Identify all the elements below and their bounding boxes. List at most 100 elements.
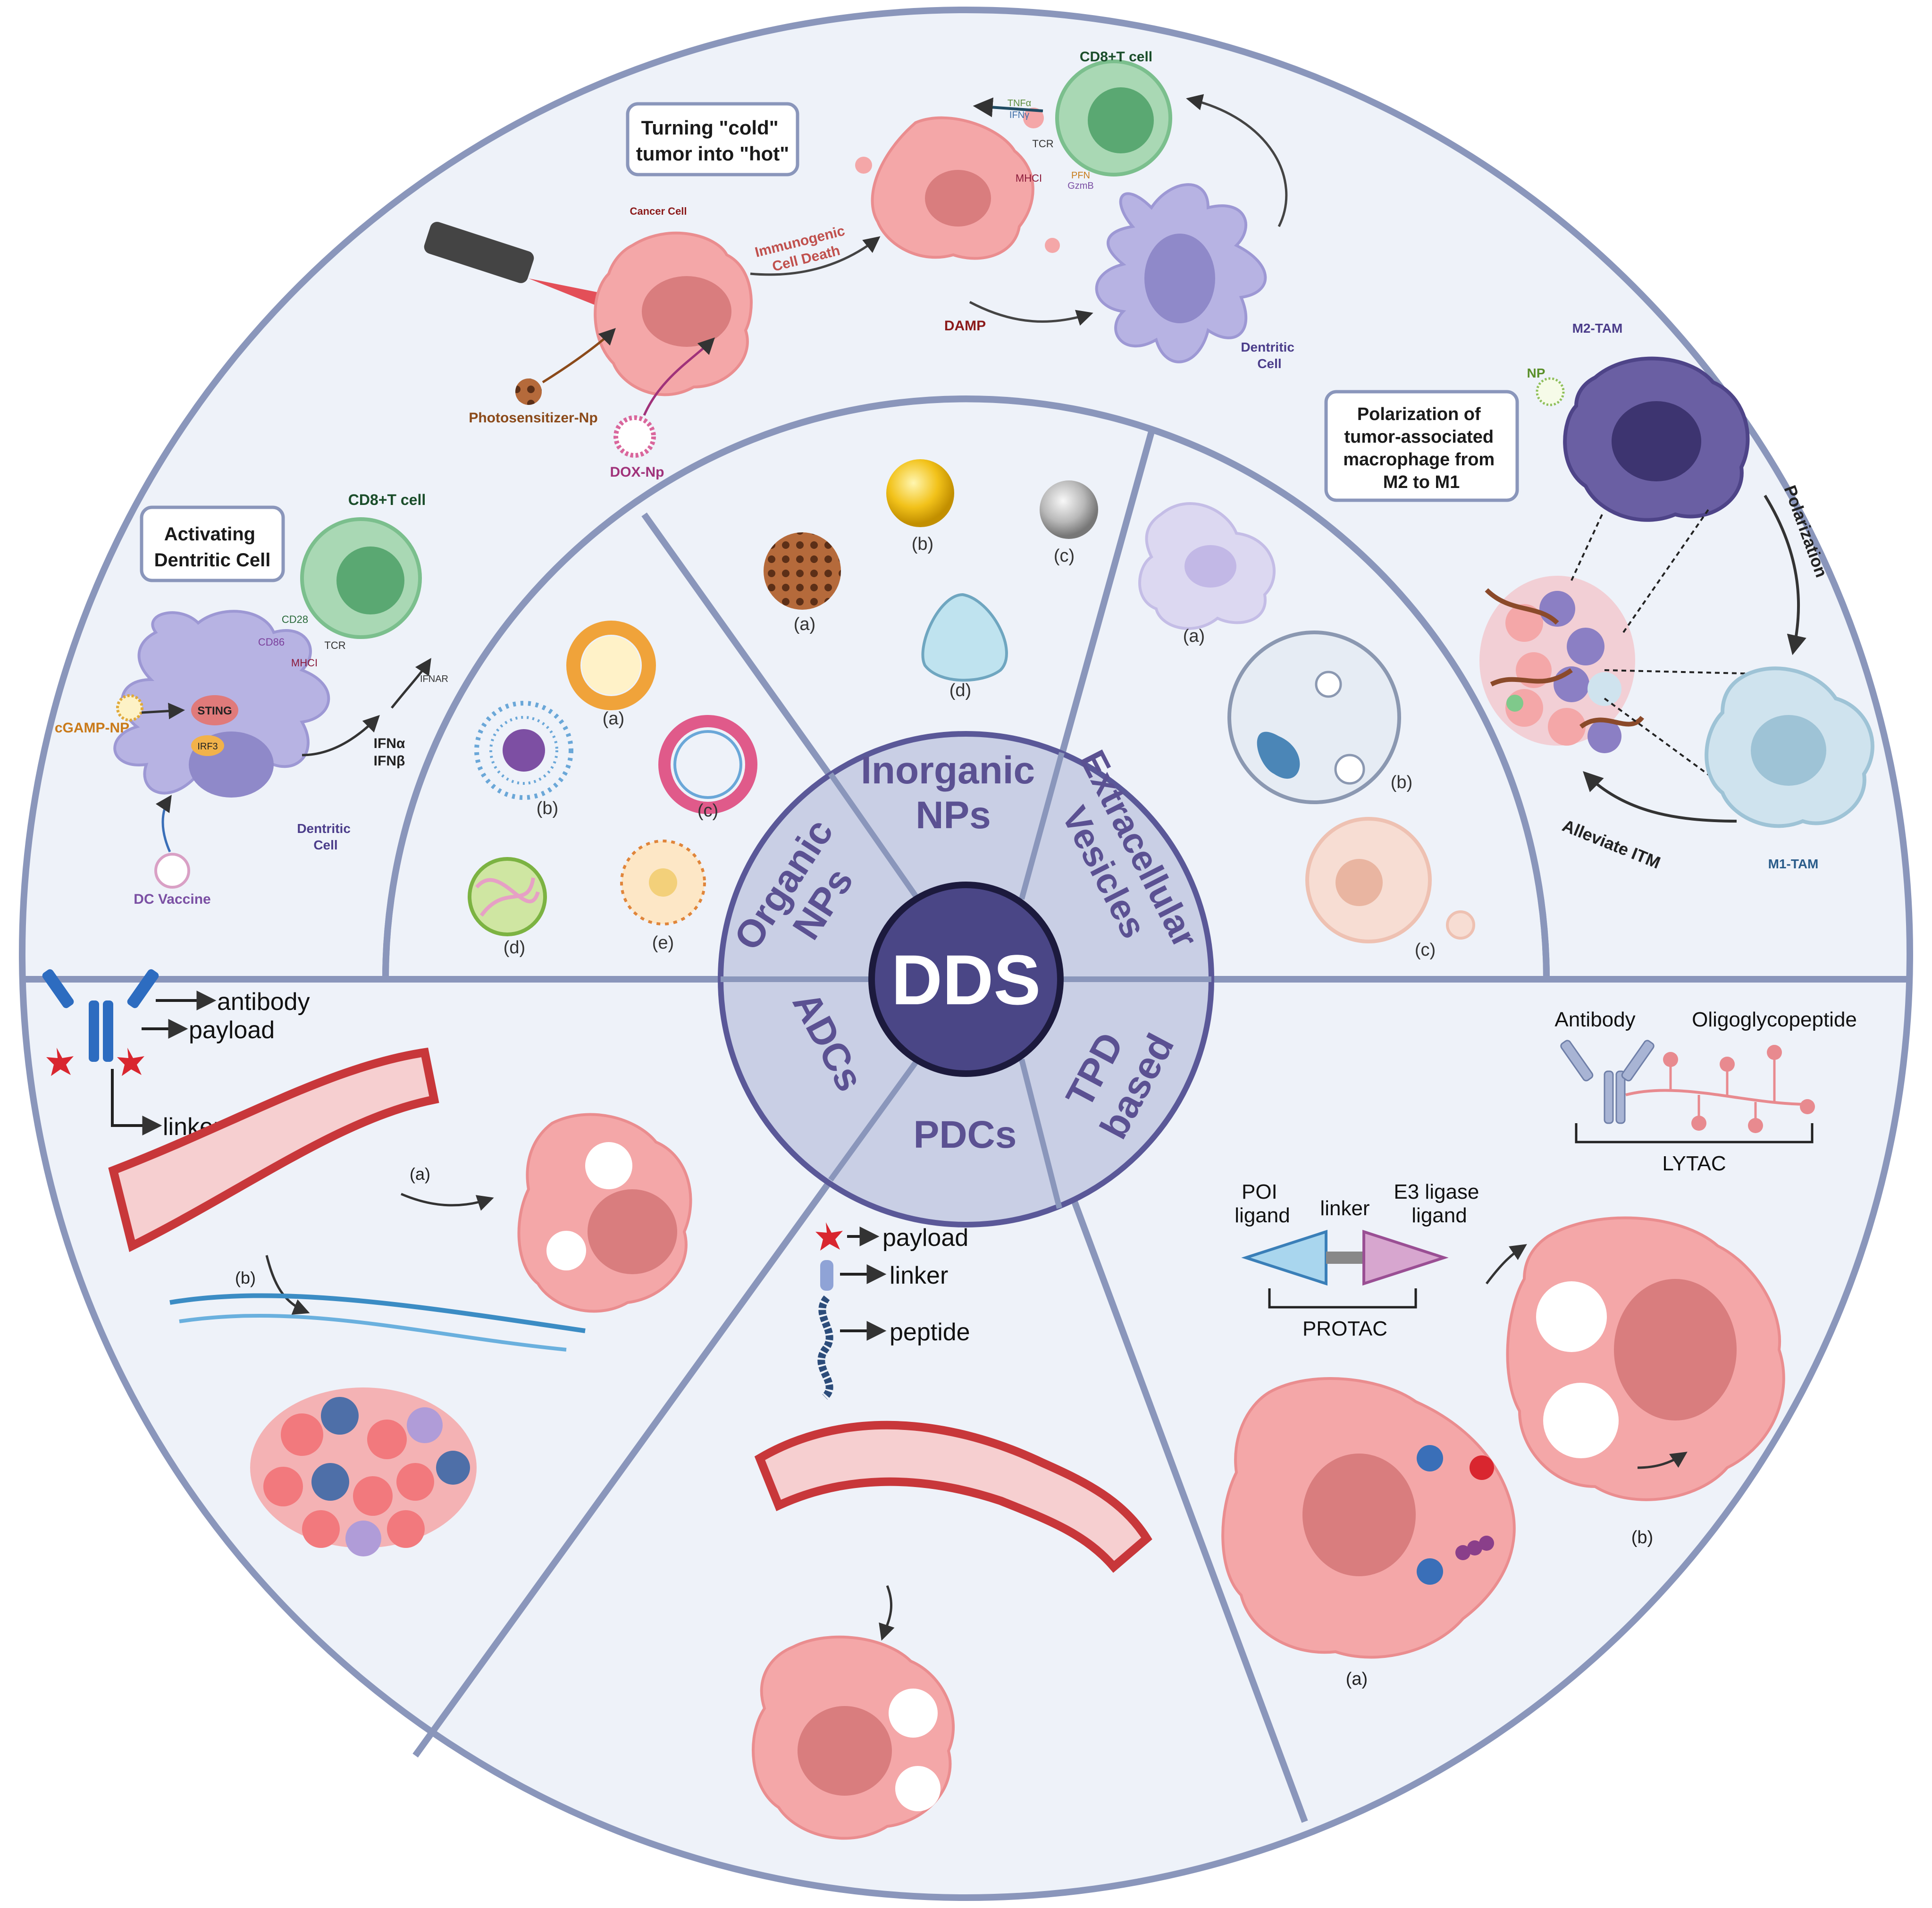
cgamp-label: cGAMP-NP — [55, 720, 129, 736]
oligo-chain-icon — [1625, 1089, 1808, 1106]
ev-cell-b — [1227, 630, 1401, 804]
pdc-payload-star-icon — [815, 1222, 843, 1251]
label-c: (c) — [697, 801, 718, 821]
damp-label: DAMP — [944, 318, 986, 334]
m1-label: M1-TAM — [1768, 857, 1819, 871]
adc-label-b: (b) — [235, 1268, 256, 1287]
activating-dc-box — [140, 505, 285, 582]
laser-icon — [424, 222, 534, 283]
adc-label-a: (a) — [410, 1164, 430, 1184]
core-title: DDS — [891, 940, 1041, 1019]
label-d: (d) — [504, 938, 525, 958]
ifnar-label: IFNAR — [420, 674, 448, 684]
protac-linker-icon — [1326, 1252, 1364, 1264]
svg-text:Activating Dentritic Cel: Activating Dentritic Cell — [154, 524, 271, 571]
silver-np-c — [1040, 480, 1098, 539]
pdc-payload-label: payload — [882, 1224, 968, 1252]
pdc-linker-icon — [820, 1260, 833, 1291]
tnfa-label: TNFα — [1008, 98, 1031, 109]
cold-to-hot-line1: Turning "cold" — [641, 117, 779, 139]
dendritic-label-left: Dentritic Cell — [297, 821, 354, 852]
cd8-label: CD8+T cell — [1080, 49, 1152, 65]
organic-nps-panel: (a) (b) (c) (d) (e) — [468, 621, 757, 958]
irf3-label: IRF3 — [197, 741, 218, 752]
activating-dc-panel: Activating Dentritic Cell CD8+T cell STI… — [55, 491, 448, 907]
blood-vessel-pdc — [754, 1420, 1152, 1573]
label-b: (b) — [912, 534, 933, 554]
ifna-label: IFNα — [374, 736, 405, 751]
irf3-icon — [191, 735, 224, 756]
inorganic-nps-panel: (a) (b) (c) (d) — [764, 459, 1098, 700]
np-icon — [1536, 377, 1565, 406]
tam-box — [1324, 390, 1519, 502]
sting-label: STING — [197, 705, 232, 717]
pdc-peptide-icon — [817, 1295, 833, 1400]
polymer-d — [468, 857, 547, 936]
label-c: (c) — [1054, 546, 1075, 566]
payload-star-icon — [46, 1048, 74, 1076]
cd86-label: CD86 — [258, 636, 285, 648]
svg-text:Turning "cold" tumor int: Turning "cold" tumor into "hot" — [636, 117, 789, 165]
blood-vessel-adc — [108, 1047, 439, 1252]
tcr-label: TCR — [1032, 138, 1053, 150]
label-b: (b) — [537, 799, 558, 818]
liposome-a — [566, 621, 656, 710]
cd8-label-left: CD8+T cell — [348, 491, 426, 508]
vesicle-c — [658, 715, 757, 814]
mhci-label: MHCI — [1016, 172, 1042, 184]
ifnb-label: IFNβ — [374, 753, 405, 769]
label-a: (a) — [603, 709, 624, 729]
cold-to-hot-line2: tumor into "hot" — [636, 143, 789, 165]
tpd-label-a: (a) — [1346, 1669, 1368, 1689]
cgamp-np — [116, 694, 143, 722]
tpd-oligo-label: Oligoglycopeptide — [1692, 1008, 1857, 1031]
dendritic-label-top: Dentritic Cell — [1241, 340, 1298, 371]
tpd-antibody-label: Antibody — [1554, 1008, 1635, 1031]
tcr-label-left: TCR — [324, 639, 345, 651]
adcs-panel: antibody payload linker (a) (b) — [42, 969, 692, 1556]
label-d: (d) — [949, 681, 971, 700]
porous-np-a — [764, 532, 841, 610]
ev-panel: (a) (b) (c) — [1138, 502, 1475, 960]
activating-dc-line1: Activating — [164, 524, 255, 545]
framework-np-d — [921, 593, 1008, 682]
photosensitizer-np — [515, 378, 542, 405]
dox-np — [613, 415, 656, 458]
lytac-label: LYTAC — [1662, 1152, 1726, 1175]
gold-np-b — [886, 459, 954, 527]
pdc-peptide-label: peptide — [890, 1319, 970, 1346]
np-label: NP — [1527, 366, 1546, 380]
micelle-b — [474, 701, 573, 800]
cold-to-hot-panel: Turning "cold" tumor into "hot" Cancer C… — [424, 49, 1298, 480]
dc-vaccine-label: DC Vaccine — [134, 891, 210, 907]
dc-vaccine-icon — [154, 853, 190, 889]
photosensitizer-label: Photosensitizer-Np — [469, 410, 597, 426]
m2-label: M2-TAM — [1572, 321, 1623, 336]
tam-box-line2: tumor-associated — [1344, 427, 1494, 447]
adc-antibody-label: antibody — [217, 988, 310, 1016]
ifng-label: IFNγ — [1009, 110, 1029, 120]
cancer-cell-label: Cancer Cell — [630, 205, 687, 217]
tpd-label-b: (b) — [1631, 1528, 1653, 1547]
dendrimer-e — [620, 840, 706, 925]
tam-box-line1: Polarization of — [1357, 404, 1481, 424]
antibody-icon — [42, 969, 159, 1062]
e3-ligand-icon — [1362, 1229, 1449, 1286]
e3-label: E3 ligase ligand — [1394, 1180, 1485, 1227]
protac-linker-label: linker — [1320, 1197, 1369, 1220]
adc-tumor-tissue — [169, 1293, 586, 1556]
poi-label: POI ligand — [1235, 1180, 1290, 1227]
gzmb-label: GzmB — [1067, 181, 1094, 191]
core-circle — [868, 882, 1064, 1077]
tam-panel: Polarization of tumor-associated macroph… — [1324, 321, 1874, 873]
protac-label: PROTAC — [1302, 1317, 1387, 1340]
lytac-antibody-icon — [1560, 1040, 1655, 1124]
mhci-label-left: MHCI — [291, 657, 318, 669]
tam-box-line3: macrophage from — [1343, 450, 1495, 470]
tumor-cluster — [1479, 576, 1644, 753]
label-a: (a) — [1183, 626, 1205, 646]
label-a: (a) — [794, 614, 815, 634]
cold-to-hot-box — [626, 102, 799, 177]
sting-icon — [191, 695, 238, 725]
